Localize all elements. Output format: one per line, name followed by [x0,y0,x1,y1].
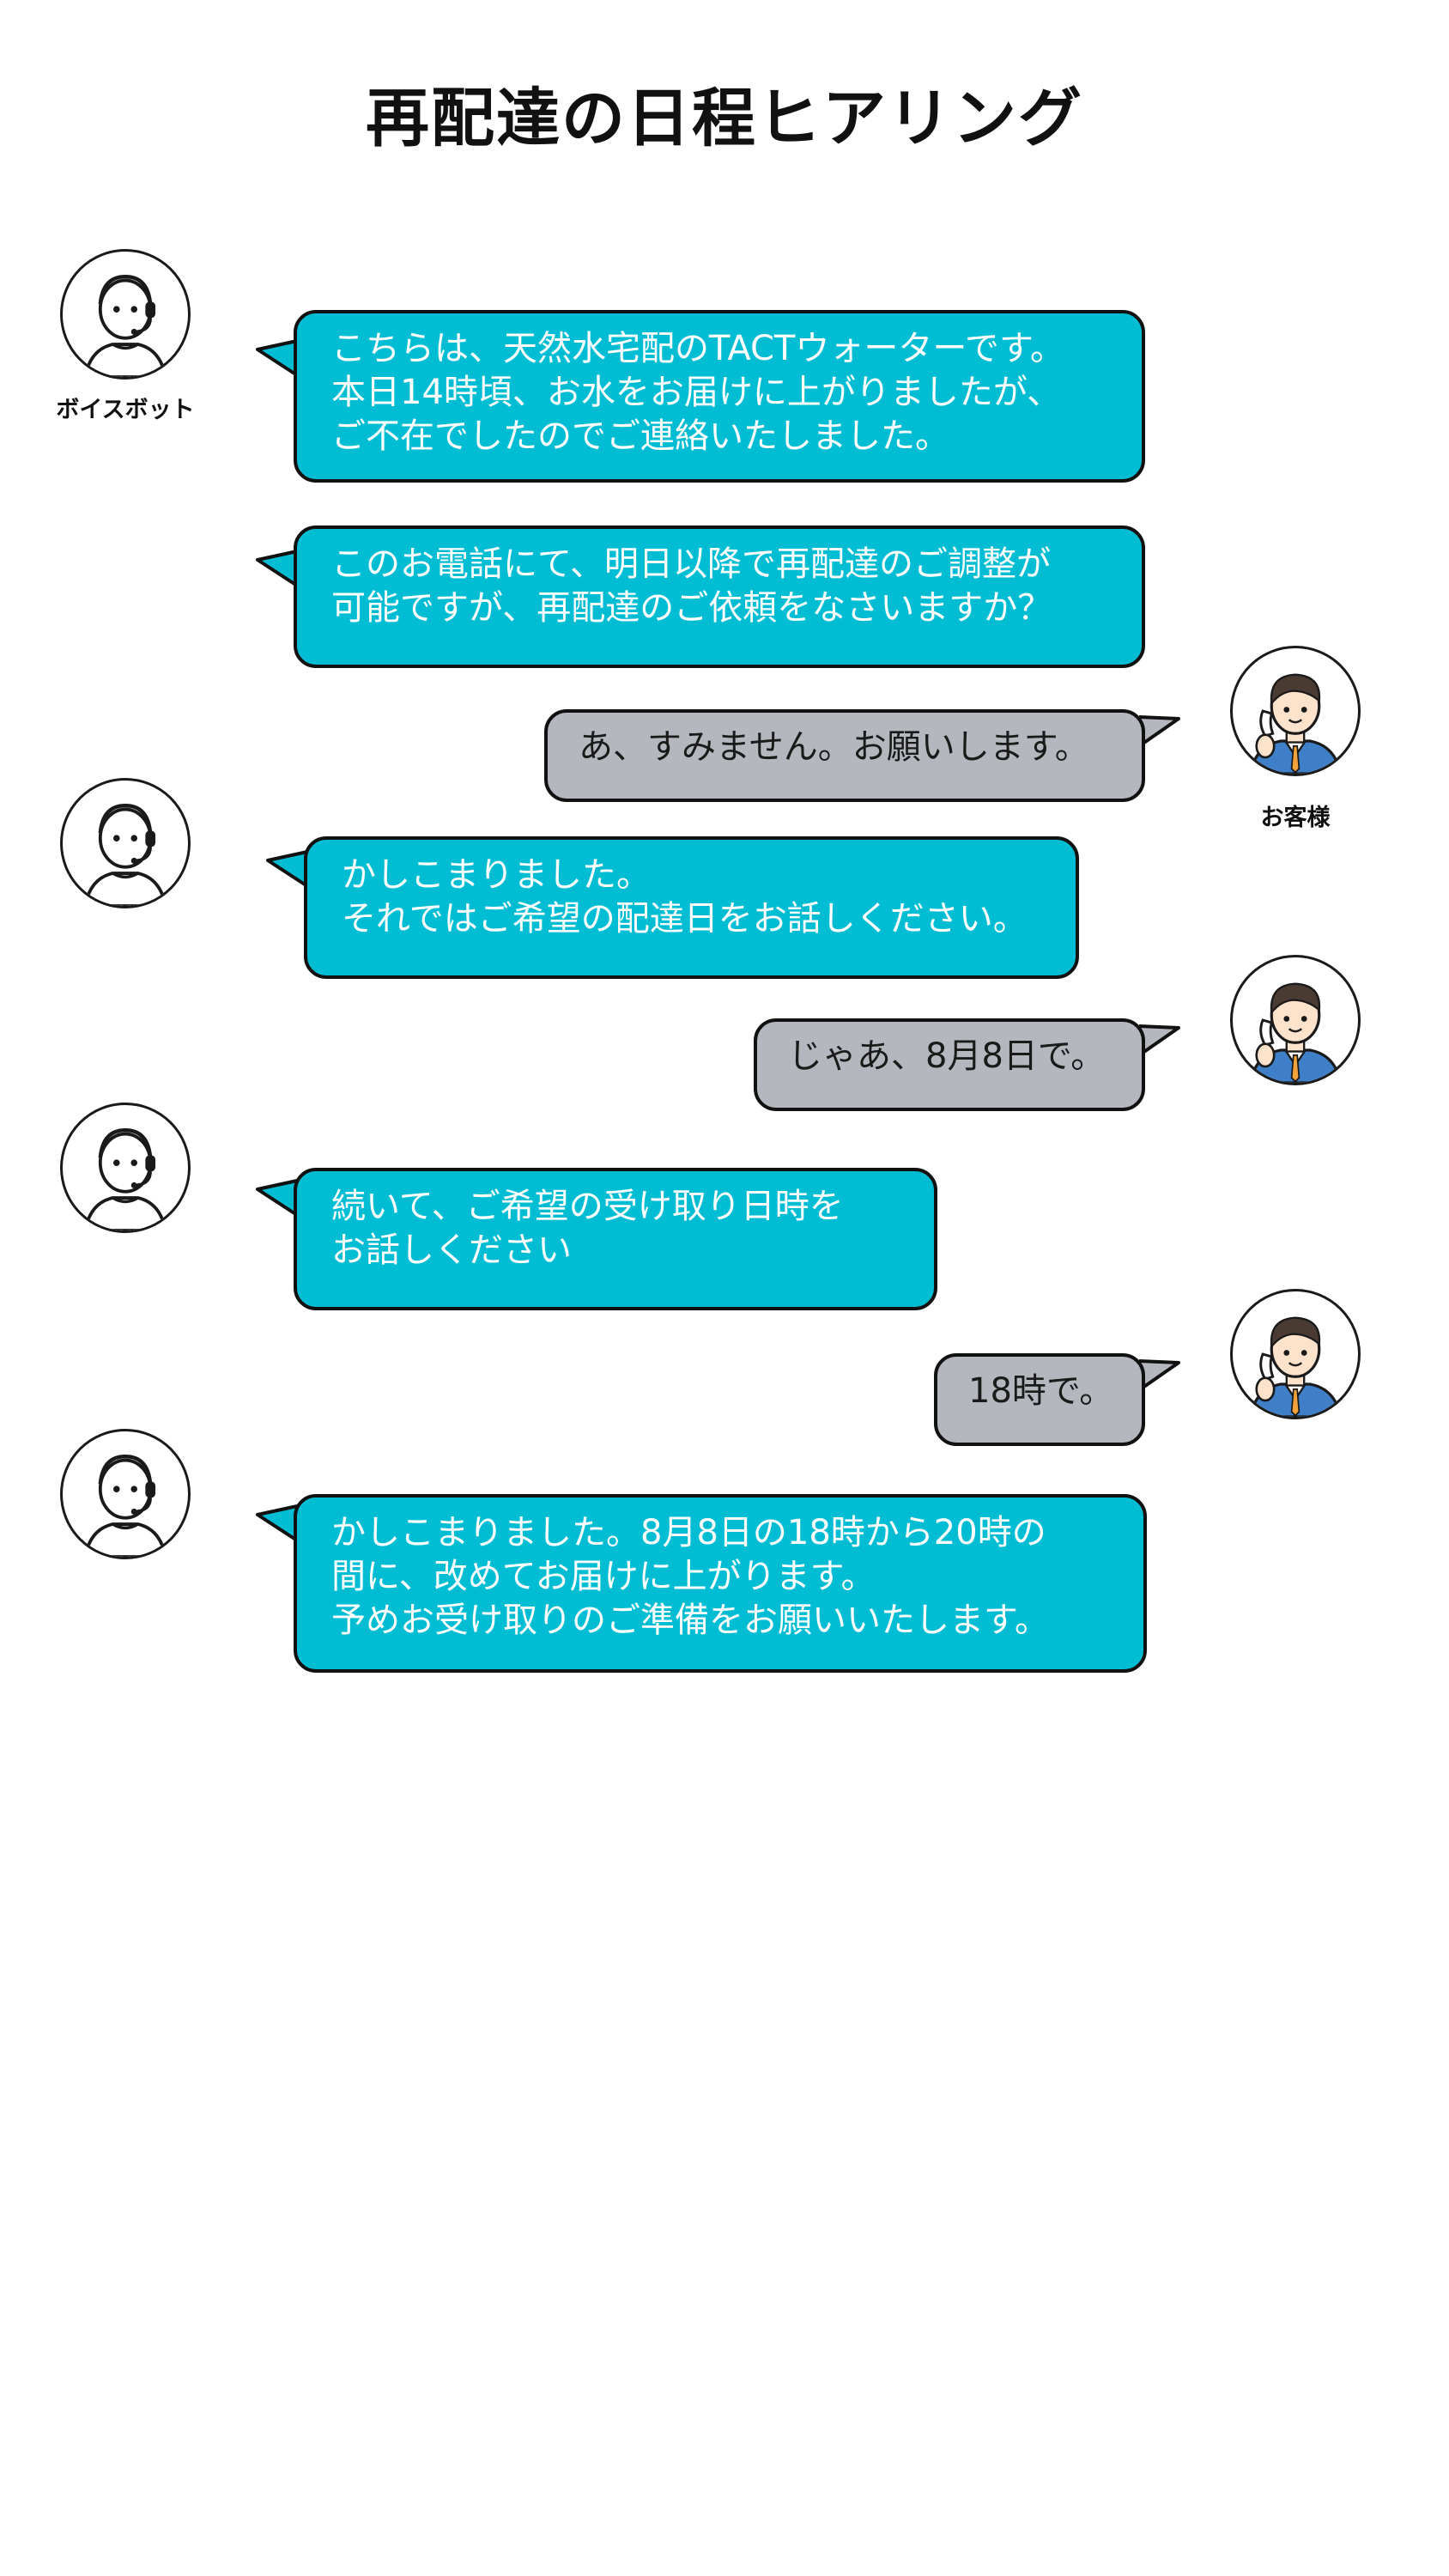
message-line: 間に、改めてお届けに上がります。 [331,1557,876,1596]
page-title: 再配達の日程ヒアリング [366,82,1083,155]
bubble-tail [256,1179,299,1217]
customer-message: 18時で。 [934,1353,1145,1446]
message-line: かしこまりました。 [342,855,651,895]
headset-operator-icon [83,804,167,906]
customer-avatar [1230,1289,1361,1419]
message-line: それではご希望の配達日をお話しください。 [342,899,1028,939]
message-line: じゃあ、8月8日で。 [788,1036,1106,1076]
bot-message: かしこまりました。 それではご希望の配達日をお話しください。 [304,836,1079,979]
bot-message: かしこまりました。8月8日の18時から20時の 間に、改めてお届けに上がります。… [294,1494,1147,1673]
bubble-tail [1137,1359,1180,1392]
bot-avatar [60,1103,191,1233]
headset-operator-icon [83,1455,167,1557]
phone-man-icon [1248,1316,1343,1417]
customer-message: じゃあ、8月8日で。 [754,1018,1145,1111]
bot-avatar [60,249,191,380]
phone-man-icon [1248,982,1343,1083]
message-line: 続いて、ご希望の受け取り日時を [331,1187,844,1226]
bot-label: ボイスボット [56,397,195,423]
message-line: お話しください [331,1230,572,1270]
message-line: 予めお受け取りのご準備をお願いいたします。 [331,1601,1049,1640]
customer-message: あ、すみません。お願いします。 [544,709,1145,802]
bot-avatar [60,778,191,908]
message-line: 本日14時頃、お水をお届けに上がりましたが、 [331,373,1062,412]
message-line: ご不在でしたのでご連絡いたしました。 [331,416,949,456]
message-line: 18時で。 [968,1371,1114,1411]
bot-avatar [60,1429,191,1559]
bubble-tail [1137,715,1180,748]
bubble-tail [256,339,299,377]
bot-message: こちらは、天然水宅配のTACTウォーターです。 本日14時頃、お水をお届けに上が… [294,310,1145,483]
message-line: 可能ですが、再配達のご依頼をなさいますか？ [331,588,1052,628]
bubble-tail [256,1504,299,1542]
bubble-tail [266,850,309,888]
bot-message: 続いて、ご希望の受け取り日時を お話しください [294,1168,937,1310]
message-line: こちらは、天然水宅配のTACTウォーターです。 [331,329,1064,368]
customer-avatar [1230,955,1361,1085]
message-line: このお電話にて、明日以降で再配達のご調整が [331,544,1051,584]
headset-operator-icon [83,1128,167,1230]
message-line: あ、すみません。お願いします。 [579,727,1089,767]
customer-avatar [1230,646,1361,776]
customer-label: お客様 [1260,805,1331,831]
bot-message: このお電話にて、明日以降で再配達のご調整が 可能ですが、再配達のご依頼をなさいま… [294,526,1145,668]
headset-operator-icon [83,275,167,377]
bubble-tail [256,550,299,587]
bubble-tail [1137,1024,1180,1057]
phone-man-icon [1248,673,1343,774]
message-line: かしこまりました。8月8日の18時から20時の [331,1513,1046,1552]
